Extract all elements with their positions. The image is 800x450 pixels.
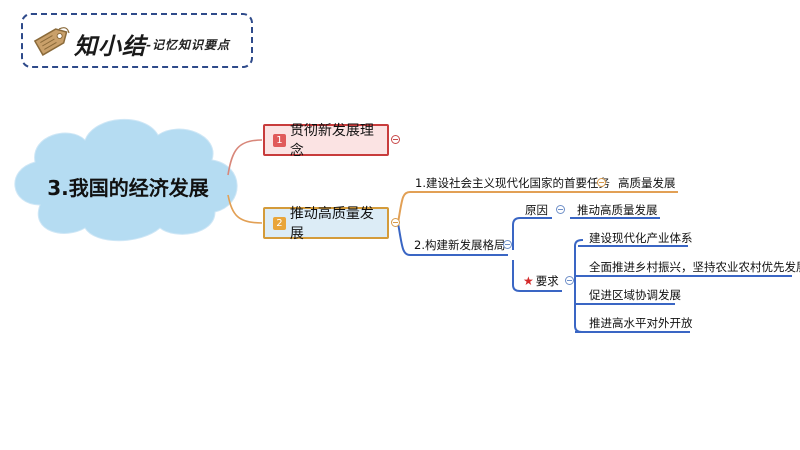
- header-box: 知小结 -记忆知识要点: [21, 13, 253, 68]
- requirement-item-2[interactable]: 全面推进乡村振兴，坚持农业农村优先发展: [589, 260, 800, 274]
- requirement-collapse-icon[interactable]: [565, 276, 574, 285]
- child-2-label[interactable]: 2.构建新发展格局: [414, 238, 506, 252]
- reason-leaf[interactable]: 推动高质量发展: [577, 203, 658, 217]
- root-cloud: [14, 118, 238, 242]
- branch-1-number-badge: 1: [273, 133, 286, 147]
- requirement-label: 要求: [535, 274, 559, 288]
- connector-root-branch1: [227, 139, 263, 176]
- requirement-item-3[interactable]: 促进区域协调发展: [589, 288, 681, 302]
- reason-label[interactable]: 原因: [525, 203, 548, 217]
- connector-child2-requirement: [512, 260, 562, 292]
- connector-requirement-items: [574, 239, 583, 333]
- branch-2-label: 推动高质量发展: [289, 206, 374, 242]
- reason-collapse-icon[interactable]: [556, 205, 565, 214]
- child-1-leaf[interactable]: 高质量发展: [618, 176, 676, 190]
- child-2-collapse-icon[interactable]: [503, 240, 512, 249]
- branch-1-label: 贯彻新发展理念: [289, 123, 374, 159]
- branch-2-collapse-icon[interactable]: [391, 218, 400, 227]
- connector-branch2-child2: [397, 222, 508, 256]
- child-1-collapse-icon[interactable]: [597, 178, 606, 187]
- branch-1-collapse-icon[interactable]: [391, 135, 400, 144]
- child-1-label[interactable]: 1.建设社会主义现代化国家的首要任务: [415, 176, 610, 190]
- header-subtitle: -记忆知识要点: [146, 38, 230, 52]
- requirement-node[interactable]: ★要求: [523, 273, 559, 289]
- branch-2[interactable]: 2 推动高质量发展: [263, 206, 389, 242]
- star-icon: ★: [523, 274, 534, 288]
- root-label: 3.我国的经济发展: [47, 176, 209, 200]
- requirement-item-4[interactable]: 推进高水平对外开放: [589, 316, 693, 330]
- tag-icon: [33, 27, 70, 56]
- connector-child2-reason: [512, 217, 552, 250]
- requirement-item-1[interactable]: 建设现代化产业体系: [589, 231, 693, 245]
- branch-2-number-badge: 2: [273, 216, 286, 230]
- branch-1[interactable]: 1 贯彻新发展理念: [263, 123, 389, 159]
- header-title: 知小结: [74, 33, 146, 60]
- connector-branch2-child1: [397, 191, 678, 224]
- connector-root-branch2: [227, 194, 263, 224]
